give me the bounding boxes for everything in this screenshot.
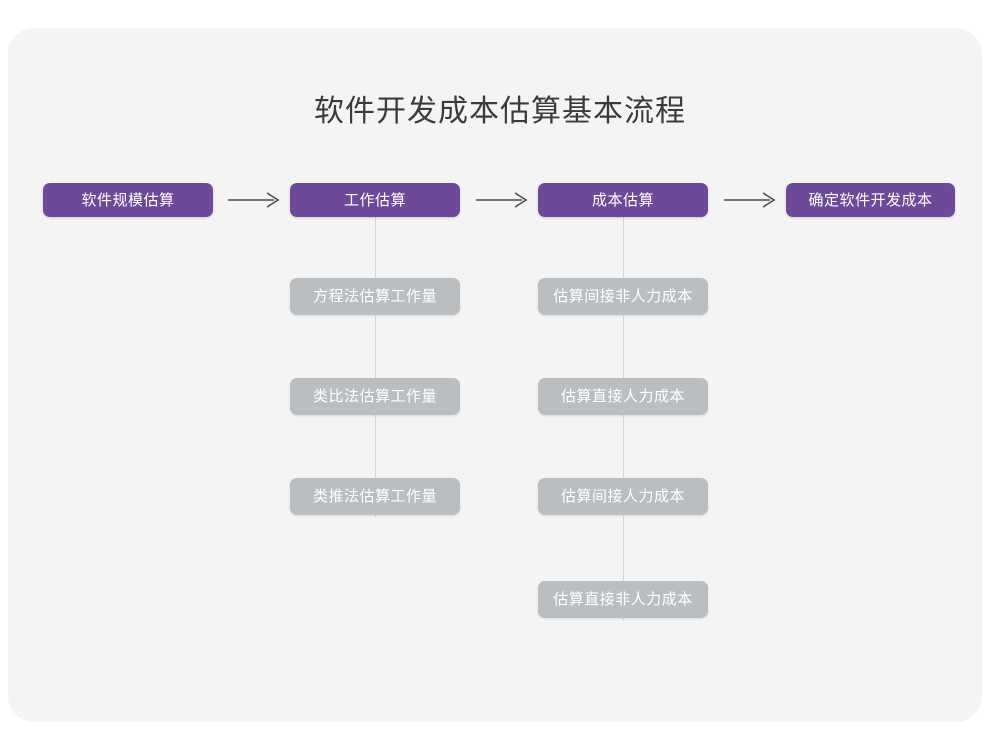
long-right-arrow-icon-2 [473,186,533,214]
branch-node-analogy-method-effort[interactable]: 类比法估算工作量 [290,378,460,415]
connector-stem-cost [623,217,624,620]
branch-node-inference-method-effort[interactable]: 类推法估算工作量 [290,478,460,515]
branch-node-indirect-labor-cost[interactable]: 估算间接人力成本 [538,478,708,515]
flow-node-effort-estimation[interactable]: 工作估算 [290,183,460,217]
page-title: 软件开发成本估算基本流程 [314,94,686,129]
long-right-arrow-icon-1 [225,186,285,214]
connector-stem-effort [375,217,376,517]
branch-node-direct-nonlabor-cost[interactable]: 估算直接非人力成本 [538,581,708,618]
flow-node-software-scale-estimation[interactable]: 软件规模估算 [43,183,213,217]
card-background [8,28,982,722]
long-right-arrow-icon-3 [721,186,781,214]
branch-node-equation-method-effort[interactable]: 方程法估算工作量 [290,278,460,315]
flow-node-determine-development-cost[interactable]: 确定软件开发成本 [786,183,955,217]
branch-node-direct-labor-cost[interactable]: 估算直接人力成本 [538,378,708,415]
flow-node-cost-estimation[interactable]: 成本估算 [538,183,708,217]
branch-node-indirect-nonlabor-cost[interactable]: 估算间接非人力成本 [538,278,708,315]
